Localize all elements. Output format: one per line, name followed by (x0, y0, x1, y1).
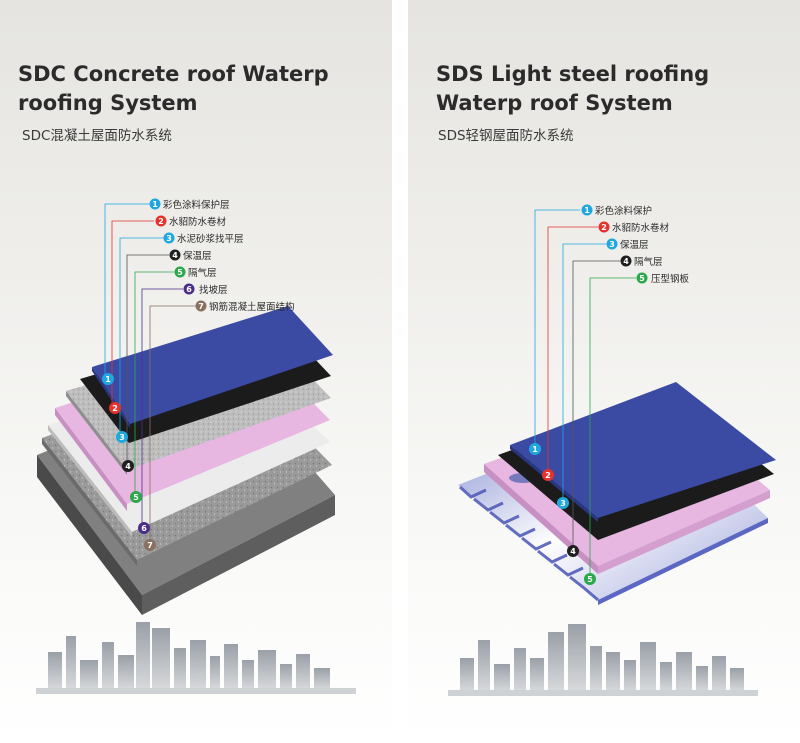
svg-text:3: 3 (609, 240, 615, 249)
layer-labels: 1 彩色涂料保护 2 水貂防水卷材 3 保温层 4 隔气层 5 压型钢板 (581, 204, 690, 285)
svg-text:5: 5 (133, 493, 139, 502)
label-1: 彩色涂料保护 (595, 205, 652, 217)
svg-text:4: 4 (623, 257, 629, 266)
layer-badges: 1 2 3 4 5 6 7 (102, 373, 156, 551)
svg-text:5: 5 (639, 274, 645, 283)
concrete-roof-diagram: 1 彩色涂料保护层 2 水貂防水卷材 3 水泥砂浆找平层 4 保温层 5 隔气层… (36, 198, 356, 694)
svg-text:3: 3 (119, 433, 125, 442)
label-7: 钢筋混凝土屋面结构 (209, 301, 295, 313)
svg-text:5: 5 (177, 268, 183, 277)
label-2: 水貂防水卷材 (612, 222, 670, 234)
label-2: 水貂防水卷材 (169, 216, 227, 228)
svg-text:4: 4 (172, 251, 178, 260)
svg-text:6: 6 (186, 285, 192, 294)
svg-text:2: 2 (112, 404, 118, 413)
label-1: 彩色涂料保护层 (163, 199, 230, 211)
label-5: 隔气层 (188, 267, 217, 279)
svg-text:3: 3 (166, 234, 172, 243)
svg-text:2: 2 (601, 223, 607, 232)
label-4: 隔气层 (634, 256, 663, 268)
leader-lines (104, 203, 196, 545)
layer-labels: 1 彩色涂料保护层 2 水貂防水卷材 3 水泥砂浆找平层 4 保温层 5 隔气层… (149, 198, 295, 313)
city-skyline (448, 624, 758, 696)
panel-title: SDC Concrete roof Waterp roofing System (18, 62, 329, 115)
svg-text:2: 2 (158, 217, 164, 226)
svg-text:1: 1 (532, 445, 538, 454)
svg-text:1: 1 (152, 200, 158, 209)
concrete-roof-panel: SDC Concrete roof Waterp roofing System … (0, 0, 392, 743)
panel-title: SDS Light steel roofing Waterp roof Syst… (436, 62, 710, 115)
layer-badges: 1 2 3 4 5 (529, 443, 596, 585)
light-steel-roof-diagram: 1 彩色涂料保护 2 水貂防水卷材 3 保温层 4 隔气层 5 压型钢板 1 2… (448, 204, 776, 696)
label-6: 找坡层 (199, 284, 228, 296)
layer-1-color-coating (510, 382, 776, 522)
svg-text:1: 1 (105, 375, 111, 384)
svg-text:4: 4 (570, 547, 576, 556)
label-3: 保温层 (620, 239, 649, 251)
leader-lines (534, 209, 636, 578)
panel-subtitle: SDC混凝土屋面防水系统 (22, 128, 172, 144)
svg-text:5: 5 (587, 575, 593, 584)
svg-text:3: 3 (560, 499, 566, 508)
layer-1-color-coating (92, 306, 333, 428)
svg-text:2: 2 (545, 471, 551, 480)
label-5: 压型钢板 (651, 273, 690, 285)
svg-text:4: 4 (125, 462, 131, 471)
panel-subtitle: SDS轻钢屋面防水系统 (438, 128, 574, 144)
svg-text:1: 1 (584, 206, 590, 215)
svg-text:7: 7 (198, 302, 204, 311)
svg-text:7: 7 (147, 541, 153, 550)
label-3: 水泥砂浆找平层 (177, 233, 244, 245)
light-steel-roof-panel: SDS Light steel roofing Waterp roof Syst… (408, 0, 800, 743)
svg-text:6: 6 (141, 524, 147, 533)
label-4: 保温层 (183, 250, 212, 262)
city-skyline (36, 622, 356, 694)
